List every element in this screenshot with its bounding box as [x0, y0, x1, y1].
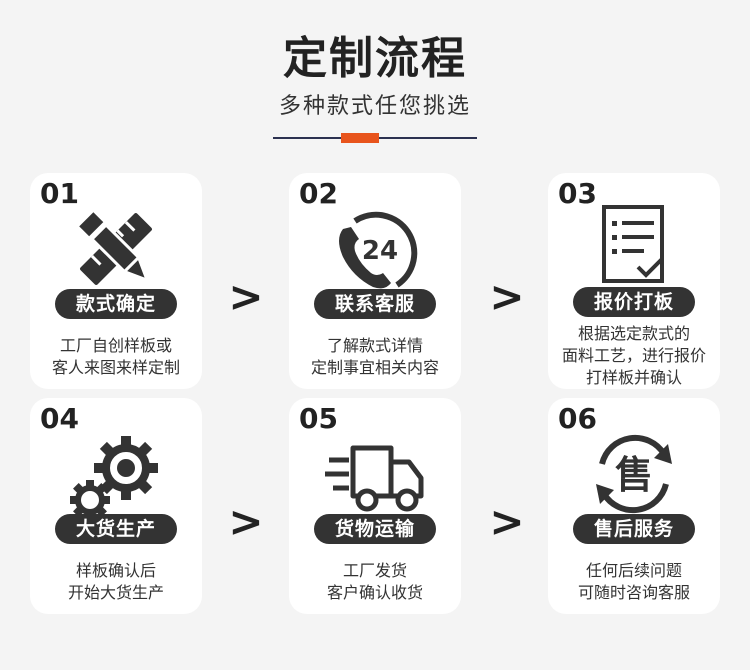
checklist-icon: [602, 205, 664, 283]
step-card-4: 04: [30, 398, 202, 614]
page-subtitle: 多种款式任您挑选: [278, 94, 471, 119]
after-sales-badge-text: 售: [615, 453, 653, 497]
step-number: 04: [40, 402, 79, 435]
step-description: 根据选定款式的 面料工艺，进行报价 打样板并确认: [561, 324, 706, 387]
step-card-3: 03 报价打板 根据选定款式的 面料工艺，进行报价 打样板并确认: [548, 173, 720, 389]
flow-arrow-2: >: [489, 272, 525, 321]
step-description: 样板确认后 开始大货生产: [67, 561, 164, 602]
step-label: 联系客服: [314, 289, 436, 319]
step-number: 02: [299, 177, 338, 210]
delivery-truck-icon: [325, 445, 424, 512]
step-label: 报价打板: [573, 287, 695, 317]
phone-24-icon: 24: [339, 211, 418, 289]
step-description: 了解款式详情 定制事宜相关内容: [310, 336, 439, 377]
after-sales-icon: 售: [596, 434, 672, 514]
pencil-ruler-icon: [79, 212, 152, 285]
step-description: 工厂自创样板或 客人来图来样定制: [51, 336, 180, 377]
step-number: 06: [558, 402, 597, 435]
flow-arrow-1: >: [228, 272, 264, 321]
flow-arrow-3: >: [228, 497, 264, 546]
page-title: 定制流程: [283, 33, 467, 84]
step-number: 05: [299, 402, 338, 435]
gears-icon: [70, 436, 158, 520]
phone-badge-text: 24: [362, 236, 398, 266]
step-card-6: 06 售 售后服务 任何后续问题 可随时咨询客服: [548, 398, 720, 614]
step-card-2: 02 24 联系客服 了解款式详情 定制事宜相关内容: [289, 173, 461, 389]
step-description: 任何后续问题 可随时咨询客服: [577, 561, 690, 602]
step-card-5: 05 货物运输 工厂发货 客户确认收货: [289, 398, 461, 614]
title-divider-accent: [341, 133, 379, 143]
step-number: 01: [40, 177, 79, 210]
step-number: 03: [558, 177, 597, 210]
step-label: 款式确定: [55, 289, 177, 319]
step-description: 工厂发货 客户确认收货: [326, 561, 423, 602]
flow-arrow-4: >: [489, 497, 525, 546]
step-label: 售后服务: [573, 514, 695, 544]
step-label: 大货生产: [55, 514, 177, 544]
step-label: 货物运输: [314, 514, 436, 544]
step-card-1: 01 款式确定 工厂自创样板或 客人来图来样定制: [30, 173, 202, 389]
